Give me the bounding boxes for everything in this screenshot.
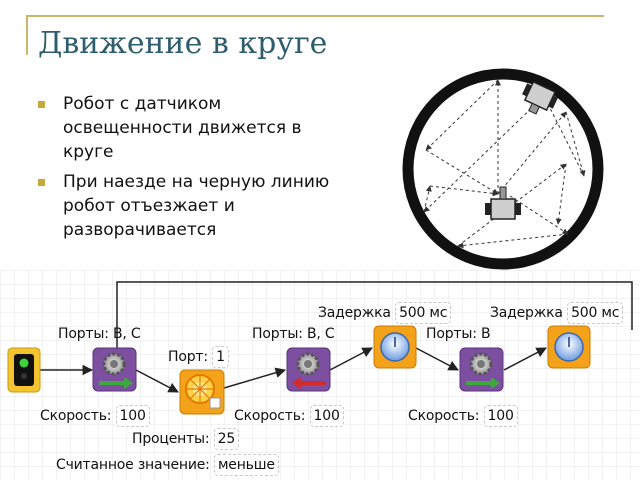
delay-block-2[interactable]	[547, 325, 591, 369]
motor-block-1[interactable]	[92, 347, 137, 392]
sequence-wires	[40, 281, 633, 393]
start-block[interactable]	[7, 347, 41, 393]
sensor-reading-label: Считанное значение: меньше	[56, 454, 279, 476]
bullet-item: При наезде на черную линию робот отъезжа…	[38, 170, 338, 242]
backward-arrow-icon	[292, 377, 326, 389]
program-diagram	[0, 270, 640, 480]
motor-block-3[interactable]	[459, 347, 504, 392]
forward-arrow-icon	[99, 377, 133, 389]
motor1-ports-label: Порты: B, C	[58, 326, 141, 342]
frame-line-top	[26, 15, 604, 17]
light-sensor-block[interactable]	[179, 369, 225, 415]
traffic-light-icon	[19, 358, 29, 368]
frame-line-left	[26, 15, 28, 55]
sensor-port-label: Порт: 1	[168, 346, 229, 368]
bullet-square-icon	[38, 101, 45, 108]
delay1-label: Задержка 500 мс	[318, 302, 452, 324]
black-circle-line	[402, 68, 604, 270]
bullet-text: Робот с датчиком освещенности движется в…	[63, 94, 302, 162]
slide-title: Движение в круге	[38, 26, 328, 61]
bullet-square-icon	[38, 179, 45, 186]
motor2-ports-label: Порты: B, C	[252, 326, 335, 342]
delay2-label: Задержка 500 мс	[490, 302, 624, 324]
motor-block-2[interactable]	[286, 347, 331, 392]
circle-arena-illustration	[402, 68, 604, 270]
robot-icon	[522, 80, 558, 115]
forward-arrow-icon	[466, 377, 500, 389]
sensor-percent-label: Проценты: 25	[132, 428, 240, 450]
motor1-speed-label: Скорость: 100	[40, 405, 150, 427]
motor3-ports-label: Порты: B	[426, 326, 491, 342]
bullet-item: Робот с датчиком освещенности движется в…	[38, 92, 338, 164]
bullet-text: При наезде на черную линию робот отъезжа…	[63, 172, 330, 240]
motor2-speed-label: Скорость: 100	[234, 405, 344, 427]
robot-icon	[485, 186, 521, 220]
delay-block-1[interactable]	[373, 325, 417, 369]
bullet-list: Робот с датчиком освещенности движется в…	[38, 92, 338, 248]
motor3-speed-label: Скорость: 100	[408, 405, 518, 427]
